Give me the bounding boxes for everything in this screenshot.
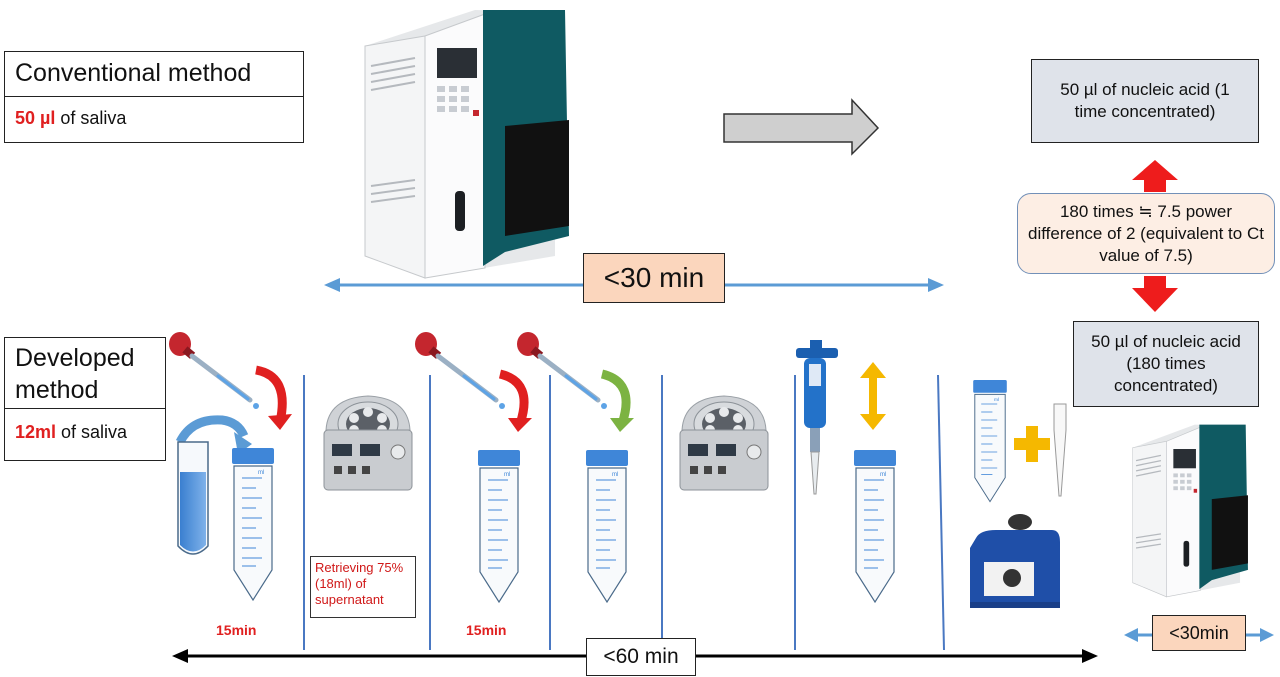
developed-amount-suffix: of saliva — [56, 422, 128, 442]
small-extraction-machine-icon — [1127, 422, 1257, 602]
conical-tube-icon — [970, 380, 1010, 504]
conical-tube-icon — [228, 448, 278, 603]
step1-time-label: 15min — [216, 622, 257, 638]
right-time-label: <30min — [1152, 615, 1246, 651]
pipette-tip-icon — [1053, 403, 1067, 497]
red-down-arrow-icon — [1132, 276, 1178, 312]
developed-method-box: Developed method 12ml of saliva — [4, 337, 166, 461]
conical-tube-icon — [850, 450, 900, 605]
extraction-machine-icon — [355, 6, 585, 286]
red-curved-arrow-icon — [254, 365, 292, 430]
conical-tube-icon — [474, 450, 524, 605]
centrifuge-icon — [674, 390, 774, 500]
conventional-method-box: Conventional method 50 µl of saliva — [4, 51, 304, 143]
divider — [5, 96, 303, 97]
vortex-mixer-icon — [970, 514, 1060, 608]
green-curved-arrow-icon — [600, 369, 634, 432]
developed-amount-value: 12ml — [15, 422, 57, 442]
red-curved-arrow-icon — [498, 369, 532, 432]
test-tube-icon — [175, 415, 252, 555]
developed-saliva-amount: 12ml of saliva — [5, 422, 165, 443]
yellow-double-arrow-icon — [860, 362, 886, 430]
result-bottom-box: 50 µl of nucleic acid (180 times concent… — [1073, 321, 1259, 407]
pipette-icon — [796, 340, 838, 495]
plus-icon — [1014, 426, 1050, 462]
step-separators — [303, 374, 945, 651]
conventional-amount-suffix: of saliva — [55, 108, 127, 128]
divider — [5, 408, 165, 409]
developed-title-line2: method — [15, 376, 99, 404]
conical-tube-icon — [582, 450, 632, 605]
top-time-label: <30 min — [583, 253, 725, 303]
developed-title-line1: Developed — [15, 344, 135, 372]
bottom-time-label: <60 min — [586, 638, 696, 676]
retrieving-note: Retrieving 75% (18ml) of supernatant — [310, 556, 416, 618]
conventional-amount-value: 50 µl — [15, 108, 56, 128]
result-top-box: 50 µl of nucleic acid (1 time concentrat… — [1031, 59, 1259, 143]
red-up-arrow-icon — [1132, 160, 1178, 192]
difference-note-box: 180 times ≒ 7.5 power difference of 2 (e… — [1017, 193, 1275, 274]
centrifuge-icon — [318, 390, 418, 500]
conventional-saliva-amount: 50 µl of saliva — [5, 108, 303, 129]
step3-time-label: 15min — [466, 622, 507, 638]
grey-right-arrow-icon — [723, 98, 880, 156]
conventional-method-title: Conventional method — [15, 59, 252, 87]
